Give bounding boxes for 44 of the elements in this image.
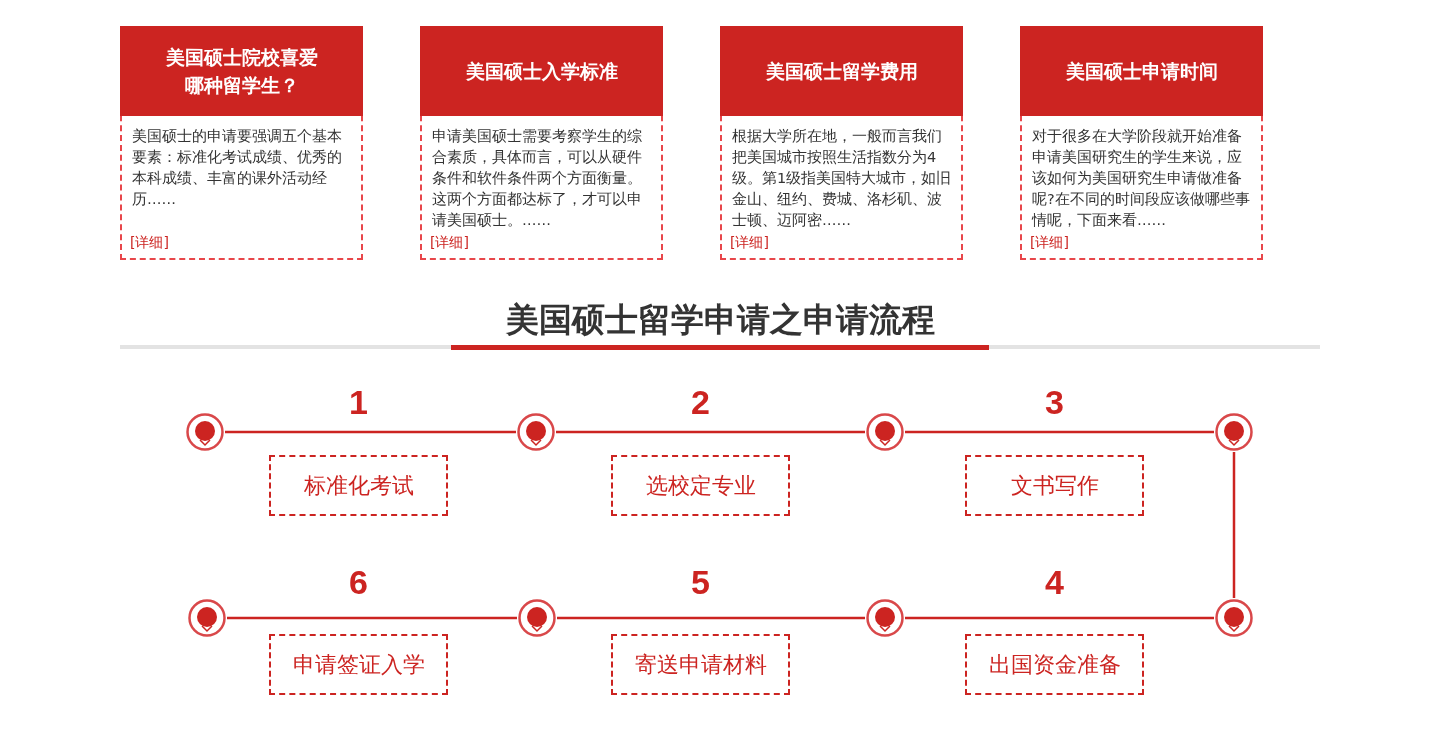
step-box: 选校定专业: [611, 455, 790, 516]
detail-link: [详细]: [130, 234, 169, 252]
connector-line: [227, 616, 517, 620]
pin-marker: [186, 413, 224, 451]
info-card: [720, 26, 963, 260]
pin-marker: [866, 413, 904, 451]
step-number: 1: [348, 383, 369, 422]
connector-line: [1232, 452, 1236, 598]
detail-link: [详细]: [730, 234, 769, 252]
step-box: 申请签证入学: [269, 634, 448, 695]
info-card: [120, 26, 363, 260]
card-heading: 美国硕士留学费用: [720, 26, 963, 116]
card-text: 申请美国硕士需要考察学生的综合素质，具体而言，可以从硬件条件和软件条件两个方面衡量。这两个方面都达标了，才可以申请美国硕士。……: [432, 127, 643, 230]
connector-line: [556, 430, 865, 434]
step-number: 2: [690, 383, 711, 422]
pin-marker: [517, 413, 555, 451]
connector-line: [557, 616, 865, 620]
pin-marker: [1215, 413, 1253, 451]
section-heading: 美国硕士留学申请之申请流程: [504, 299, 936, 341]
step-number: 4: [1044, 563, 1065, 602]
card-text: 美国硕士的申请要强调五个基本要素：标准化考试成绩、优秀的本科成绩、丰富的课外活动经历……: [132, 127, 343, 209]
step-box: 文书写作: [965, 455, 1144, 516]
pin-marker: [188, 599, 226, 637]
step-number: 5: [690, 563, 711, 602]
connector-line: [905, 616, 1214, 620]
card-heading: 美国硕士申请时间: [1020, 26, 1263, 116]
detail-link: [详细]: [430, 234, 469, 252]
info-card: [1020, 26, 1263, 260]
step-number: 3: [1044, 383, 1065, 422]
connector-line: [225, 430, 516, 434]
step-box: 标准化考试: [269, 455, 448, 516]
step-box: 寄送申请材料: [611, 634, 790, 695]
connector-line: [905, 430, 1214, 434]
pin-marker: [866, 599, 904, 637]
card-text: 对于很多在大学阶段就开始准备申请美国研究生的学生来说，应该如何为美国研究生申请做准备呢?在不同的时间段应该做哪些事情呢，下面来看……: [1032, 127, 1251, 230]
pin-marker: [1215, 599, 1253, 637]
card-text: 根据大学所在地，一般而言我们把美国城市按照生活指数分为4级。第1级指美国特大城市，如旧金山、纽约、费城、洛杉矶、波士顿、迈阿密……: [732, 127, 953, 230]
card-heading: 美国硕士院校喜爱哪种留学生？: [120, 26, 363, 116]
card-heading: 美国硕士入学标准: [420, 26, 663, 116]
step-number: 6: [348, 563, 369, 602]
info-card: [420, 26, 663, 260]
pin-marker: [518, 599, 556, 637]
detail-link: [详细]: [1030, 234, 1069, 252]
step-box: 出国资金准备: [965, 634, 1144, 695]
